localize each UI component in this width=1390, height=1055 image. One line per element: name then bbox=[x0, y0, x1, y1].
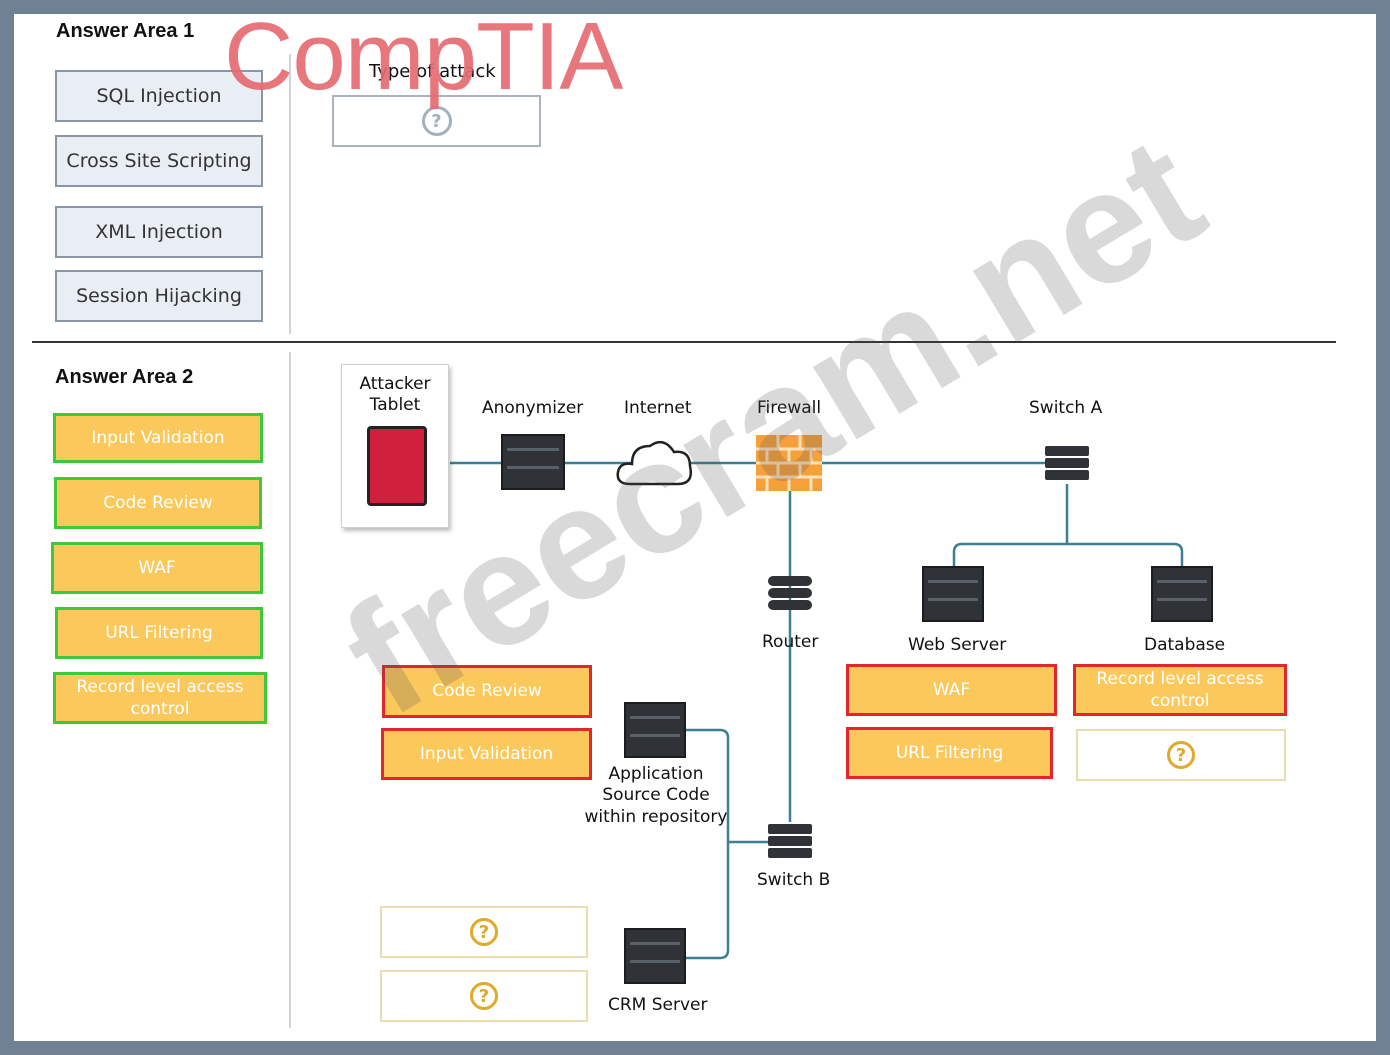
attacker-tablet-card: Attacker Tablet bbox=[341, 364, 449, 528]
control-code-review[interactable]: Code Review bbox=[54, 477, 262, 529]
web-server-icon bbox=[922, 566, 984, 622]
cloud-icon bbox=[616, 440, 692, 486]
internet-label: Internet bbox=[624, 398, 692, 418]
control-url-filtering[interactable]: URL Filtering bbox=[55, 607, 263, 659]
web-server-control-url-filtering[interactable]: URL Filtering bbox=[846, 727, 1053, 779]
answer-area-2-heading: Answer Area 2 bbox=[55, 366, 194, 388]
crm-server-label: CRM Server bbox=[608, 995, 708, 1015]
type-of-attack-drop-target[interactable]: ? bbox=[332, 95, 541, 147]
crm-empty-slot-1[interactable]: ? bbox=[380, 906, 588, 958]
web-server-control-waf[interactable]: WAF bbox=[846, 664, 1057, 716]
anonymizer-server-icon bbox=[501, 434, 565, 490]
app-repo-label: Application Source Code within repositor… bbox=[584, 764, 728, 827]
comptia-logo-watermark: CompTIA bbox=[224, 3, 623, 110]
control-waf[interactable]: WAF bbox=[51, 542, 263, 594]
web-server-label: Web Server bbox=[908, 635, 1007, 655]
crm-empty-slot-2[interactable]: ? bbox=[380, 970, 588, 1022]
type-of-attack-label: Type of attack bbox=[369, 61, 496, 82]
attacker-tablet-label: Attacker Tablet bbox=[359, 374, 431, 416]
router-label: Router bbox=[762, 632, 819, 652]
database-label: Database bbox=[1144, 635, 1226, 655]
app-repo-server-icon bbox=[624, 702, 686, 758]
network-links bbox=[450, 461, 1184, 960]
option-session-hijacking[interactable]: Session Hijacking bbox=[55, 270, 263, 322]
question-mark-icon: ? bbox=[470, 982, 498, 1010]
firewall-label: Firewall bbox=[757, 398, 822, 418]
option-sql-injection[interactable]: SQL Injection bbox=[55, 70, 263, 122]
option-cross-site-scripting[interactable]: Cross Site Scripting bbox=[55, 135, 263, 187]
database-empty-slot[interactable]: ? bbox=[1076, 729, 1286, 781]
control-record-level-access[interactable]: Record level access control bbox=[53, 672, 267, 724]
control-input-validation[interactable]: Input Validation bbox=[53, 413, 263, 463]
switch-a-label: Switch A bbox=[1029, 398, 1103, 418]
crm-server-icon bbox=[624, 928, 686, 984]
area1-divider bbox=[289, 54, 291, 334]
question-mark-icon: ? bbox=[1167, 741, 1195, 769]
firewall-icon bbox=[756, 435, 822, 491]
section-divider bbox=[32, 341, 1336, 343]
option-xml-injection[interactable]: XML Injection bbox=[55, 206, 263, 258]
answer-area-1-heading: Answer Area 1 bbox=[56, 20, 195, 42]
anonymizer-label: Anonymizer bbox=[482, 398, 584, 418]
area2-divider bbox=[289, 352, 291, 1028]
tablet-icon bbox=[367, 426, 427, 506]
app-repo-control-code-review[interactable]: Code Review bbox=[382, 665, 592, 718]
app-repo-control-input-validation[interactable]: Input Validation bbox=[381, 728, 592, 780]
question-mark-icon: ? bbox=[421, 106, 452, 136]
question-mark-icon: ? bbox=[470, 918, 498, 946]
switch-b-label: Switch B bbox=[757, 870, 831, 890]
exam-panel: Answer Area 1 SQL Injection Cross Site S… bbox=[14, 3, 1376, 1041]
database-control-record-level[interactable]: Record level access control bbox=[1073, 664, 1287, 716]
database-server-icon bbox=[1151, 566, 1213, 622]
